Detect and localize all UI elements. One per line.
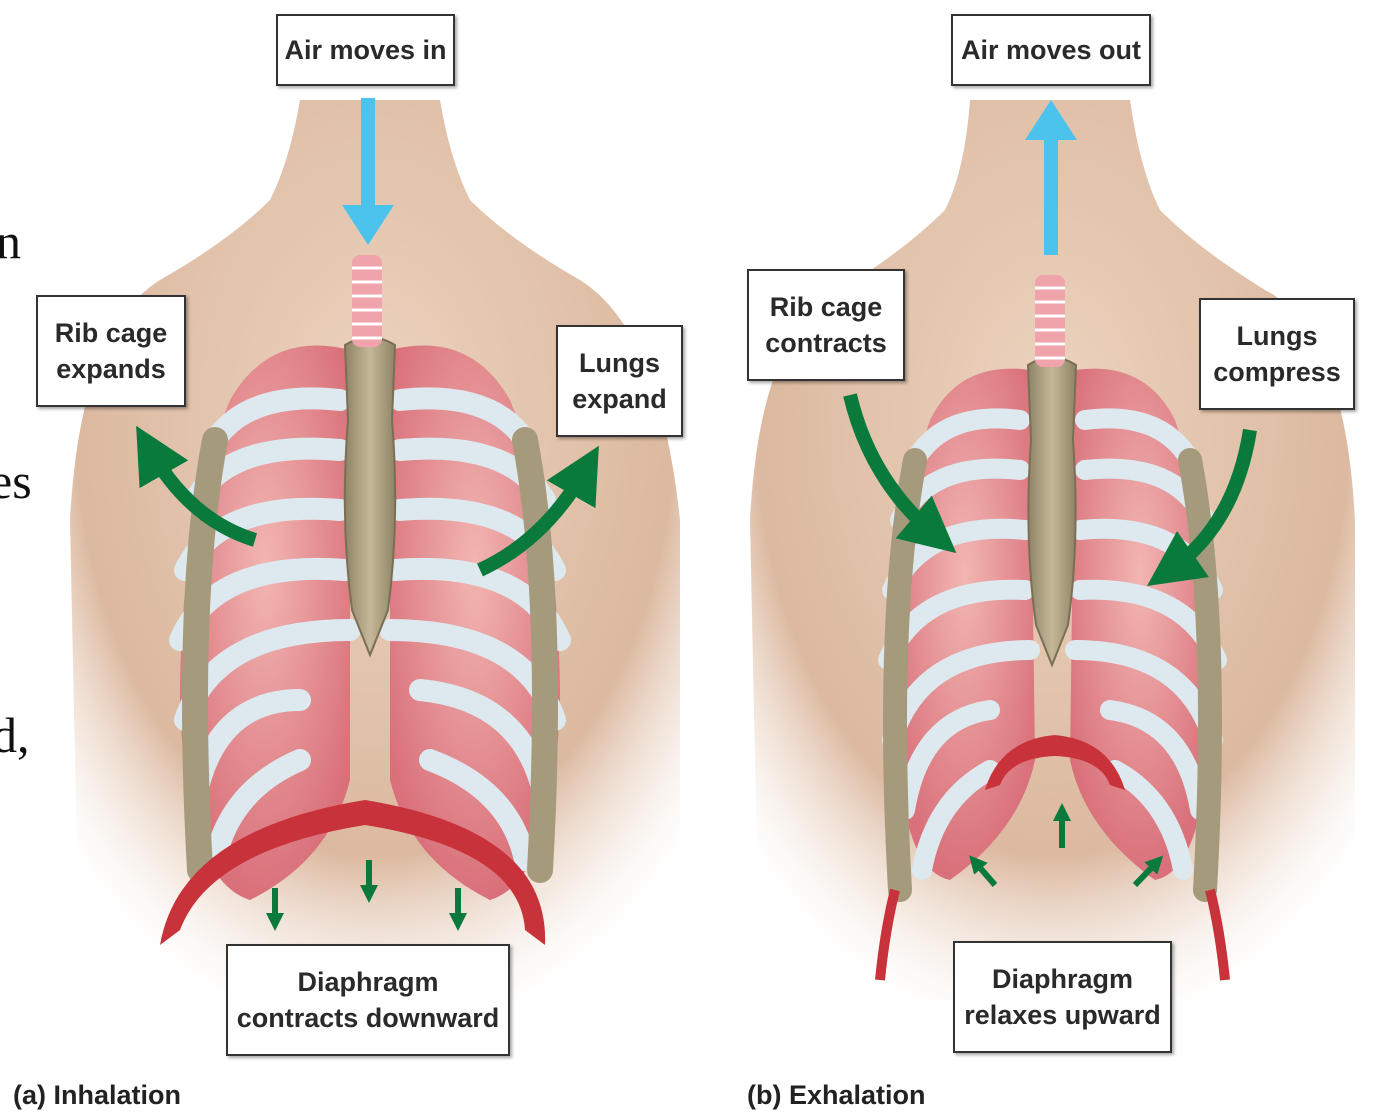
panel-inhalation xyxy=(70,98,680,1000)
rib-cage-expands-label: Rib cage expands xyxy=(36,295,186,407)
cropped-text-fragment: d, xyxy=(0,706,30,764)
rib-cage-contracts-line-2: contracts xyxy=(765,325,887,361)
cropped-text-fragment: es xyxy=(0,452,32,510)
trachea xyxy=(1035,275,1065,367)
lungs-expand-line-1: Lungs xyxy=(579,345,660,381)
diaphragm-relaxes-line-2: relaxes upward xyxy=(964,997,1161,1033)
diaphragm-contracts-label: Diaphragm contracts downward xyxy=(226,944,510,1056)
lungs-expand-line-2: expand xyxy=(572,381,667,417)
caption-exhalation: (b) Exhalation xyxy=(747,1080,926,1111)
cropped-text-fragment: n xyxy=(0,212,21,270)
air-moves-out-label: Air moves out xyxy=(951,14,1151,86)
rib-cage-contracts-line-1: Rib cage xyxy=(770,289,883,325)
air-moves-in-label: Air moves in xyxy=(276,14,455,86)
diaphragm-relaxes-line-1: Diaphragm xyxy=(992,961,1133,997)
sternum xyxy=(1028,358,1076,666)
caption-inhalation: (a) Inhalation xyxy=(13,1080,181,1111)
lungs-compress-label: Lungs compress xyxy=(1199,298,1355,410)
trachea xyxy=(352,255,382,347)
air-moves-in-text: Air moves in xyxy=(284,32,446,68)
air-moves-out-text: Air moves out xyxy=(961,32,1141,68)
lungs-compress-line-1: Lungs xyxy=(1237,318,1318,354)
diaphragm-contracts-line-1: Diaphragm xyxy=(297,964,438,1000)
lungs-compress-line-2: compress xyxy=(1213,354,1341,390)
panel-exhalation xyxy=(750,100,1355,1000)
diaphragm-contracts-line-2: contracts downward xyxy=(237,1000,500,1036)
lungs-expand-label: Lungs expand xyxy=(556,325,683,437)
rib-cage-expands-line-1: Rib cage xyxy=(55,315,168,351)
rib-cage-expands-line-2: expands xyxy=(56,351,166,387)
sternum xyxy=(345,338,395,656)
diaphragm-relaxes-label: Diaphragm relaxes upward xyxy=(953,941,1172,1053)
rib-cage-contracts-label: Rib cage contracts xyxy=(747,269,905,381)
